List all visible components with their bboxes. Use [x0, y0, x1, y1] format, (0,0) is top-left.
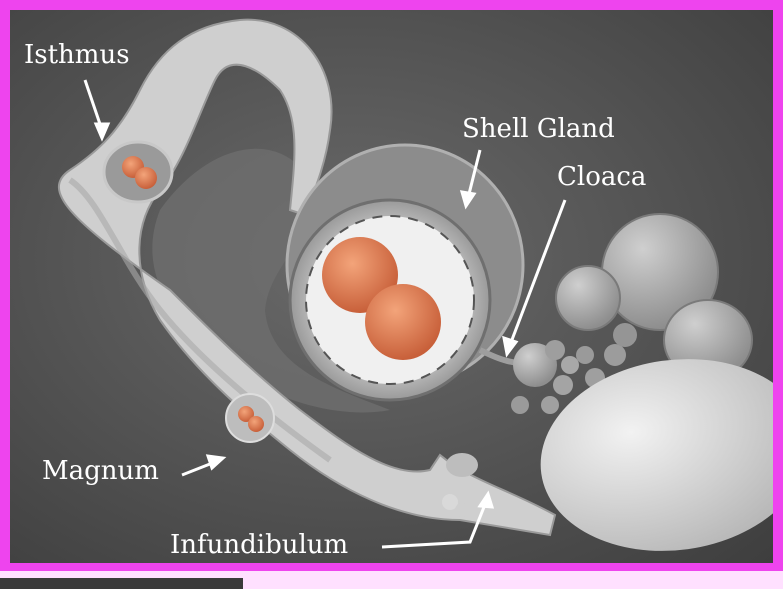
label-shell-gland: Shell Gland	[462, 114, 615, 144]
oviduct-photo: Isthmus Shell Gland Cloaca Magnum Infund…	[10, 10, 773, 563]
magnum-egg	[226, 394, 274, 442]
shell-gland-egg	[287, 145, 523, 400]
label-cloaca: Cloaca	[557, 162, 646, 192]
label-isthmus: Isthmus	[24, 40, 130, 70]
label-magnum: Magnum	[42, 456, 159, 486]
label-infundibulum: Infundibulum	[170, 530, 348, 560]
bottom-bar	[0, 578, 243, 589]
isthmus-egg	[104, 142, 172, 202]
